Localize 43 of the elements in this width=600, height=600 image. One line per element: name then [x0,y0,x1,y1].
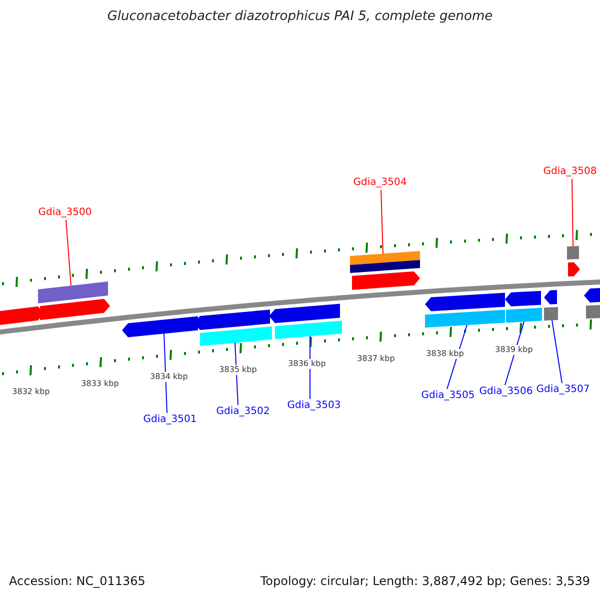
gene-feature [544,290,557,304]
gene-bar [350,250,420,266]
gene-feature [352,271,420,290]
leader-line [572,178,574,247]
scale-label: 3839 kbp [494,345,534,356]
gene-label: Gdia_3505 [421,389,475,403]
gene-feature [584,288,600,302]
gene-bar [38,281,108,304]
gene-bar [586,304,600,319]
scale-label: 3836 kbp [287,359,327,370]
gene-bar [275,320,342,340]
gene-bar [200,326,272,346]
leader-line [552,320,562,384]
footer-text: Accession: NC_011365 [9,574,146,588]
gene-bar [567,246,579,260]
leader-line [234,342,238,406]
gene-bar [350,260,420,274]
gene-bar [544,306,558,321]
gene-label: Gdia_3507 [536,383,590,397]
scale-label: 3834 kbp [149,372,189,382]
gene-feature [269,304,340,324]
scale-label: 3835 kbp [218,365,258,376]
title: Gluconacetobacter diazotrophicus PAI 5, complete genome [106,9,494,24]
leader-line [66,220,72,286]
gene-label: Gdia_3502 [216,405,270,419]
gene-label: Gdia_3500 [38,206,92,220]
gene-feature [505,290,541,306]
gene-label: Gdia_3503 [287,399,341,413]
gene-label: Gdia_3508 [543,165,597,179]
footer-text: Topology: circular; Length: 3,887,492 bp; Genes: 3,539 [260,574,590,588]
leader-line [380,190,384,254]
gene-label: Gdia_3501 [143,413,197,427]
scale-label: 3838 kbp [425,349,465,360]
scale-label: 3833 kbp [80,379,120,390]
gene-feature [40,298,110,320]
leader-line [164,333,168,414]
gene-feature [568,262,580,276]
gene-feature [122,316,198,338]
gene-bar [506,308,542,323]
gene-label: Gdia_3504 [353,176,407,190]
scale-label: 3832 kbp [11,387,51,398]
gene-label: Gdia_3506 [479,385,533,399]
scale-label: 3837 kbp [356,354,396,364]
